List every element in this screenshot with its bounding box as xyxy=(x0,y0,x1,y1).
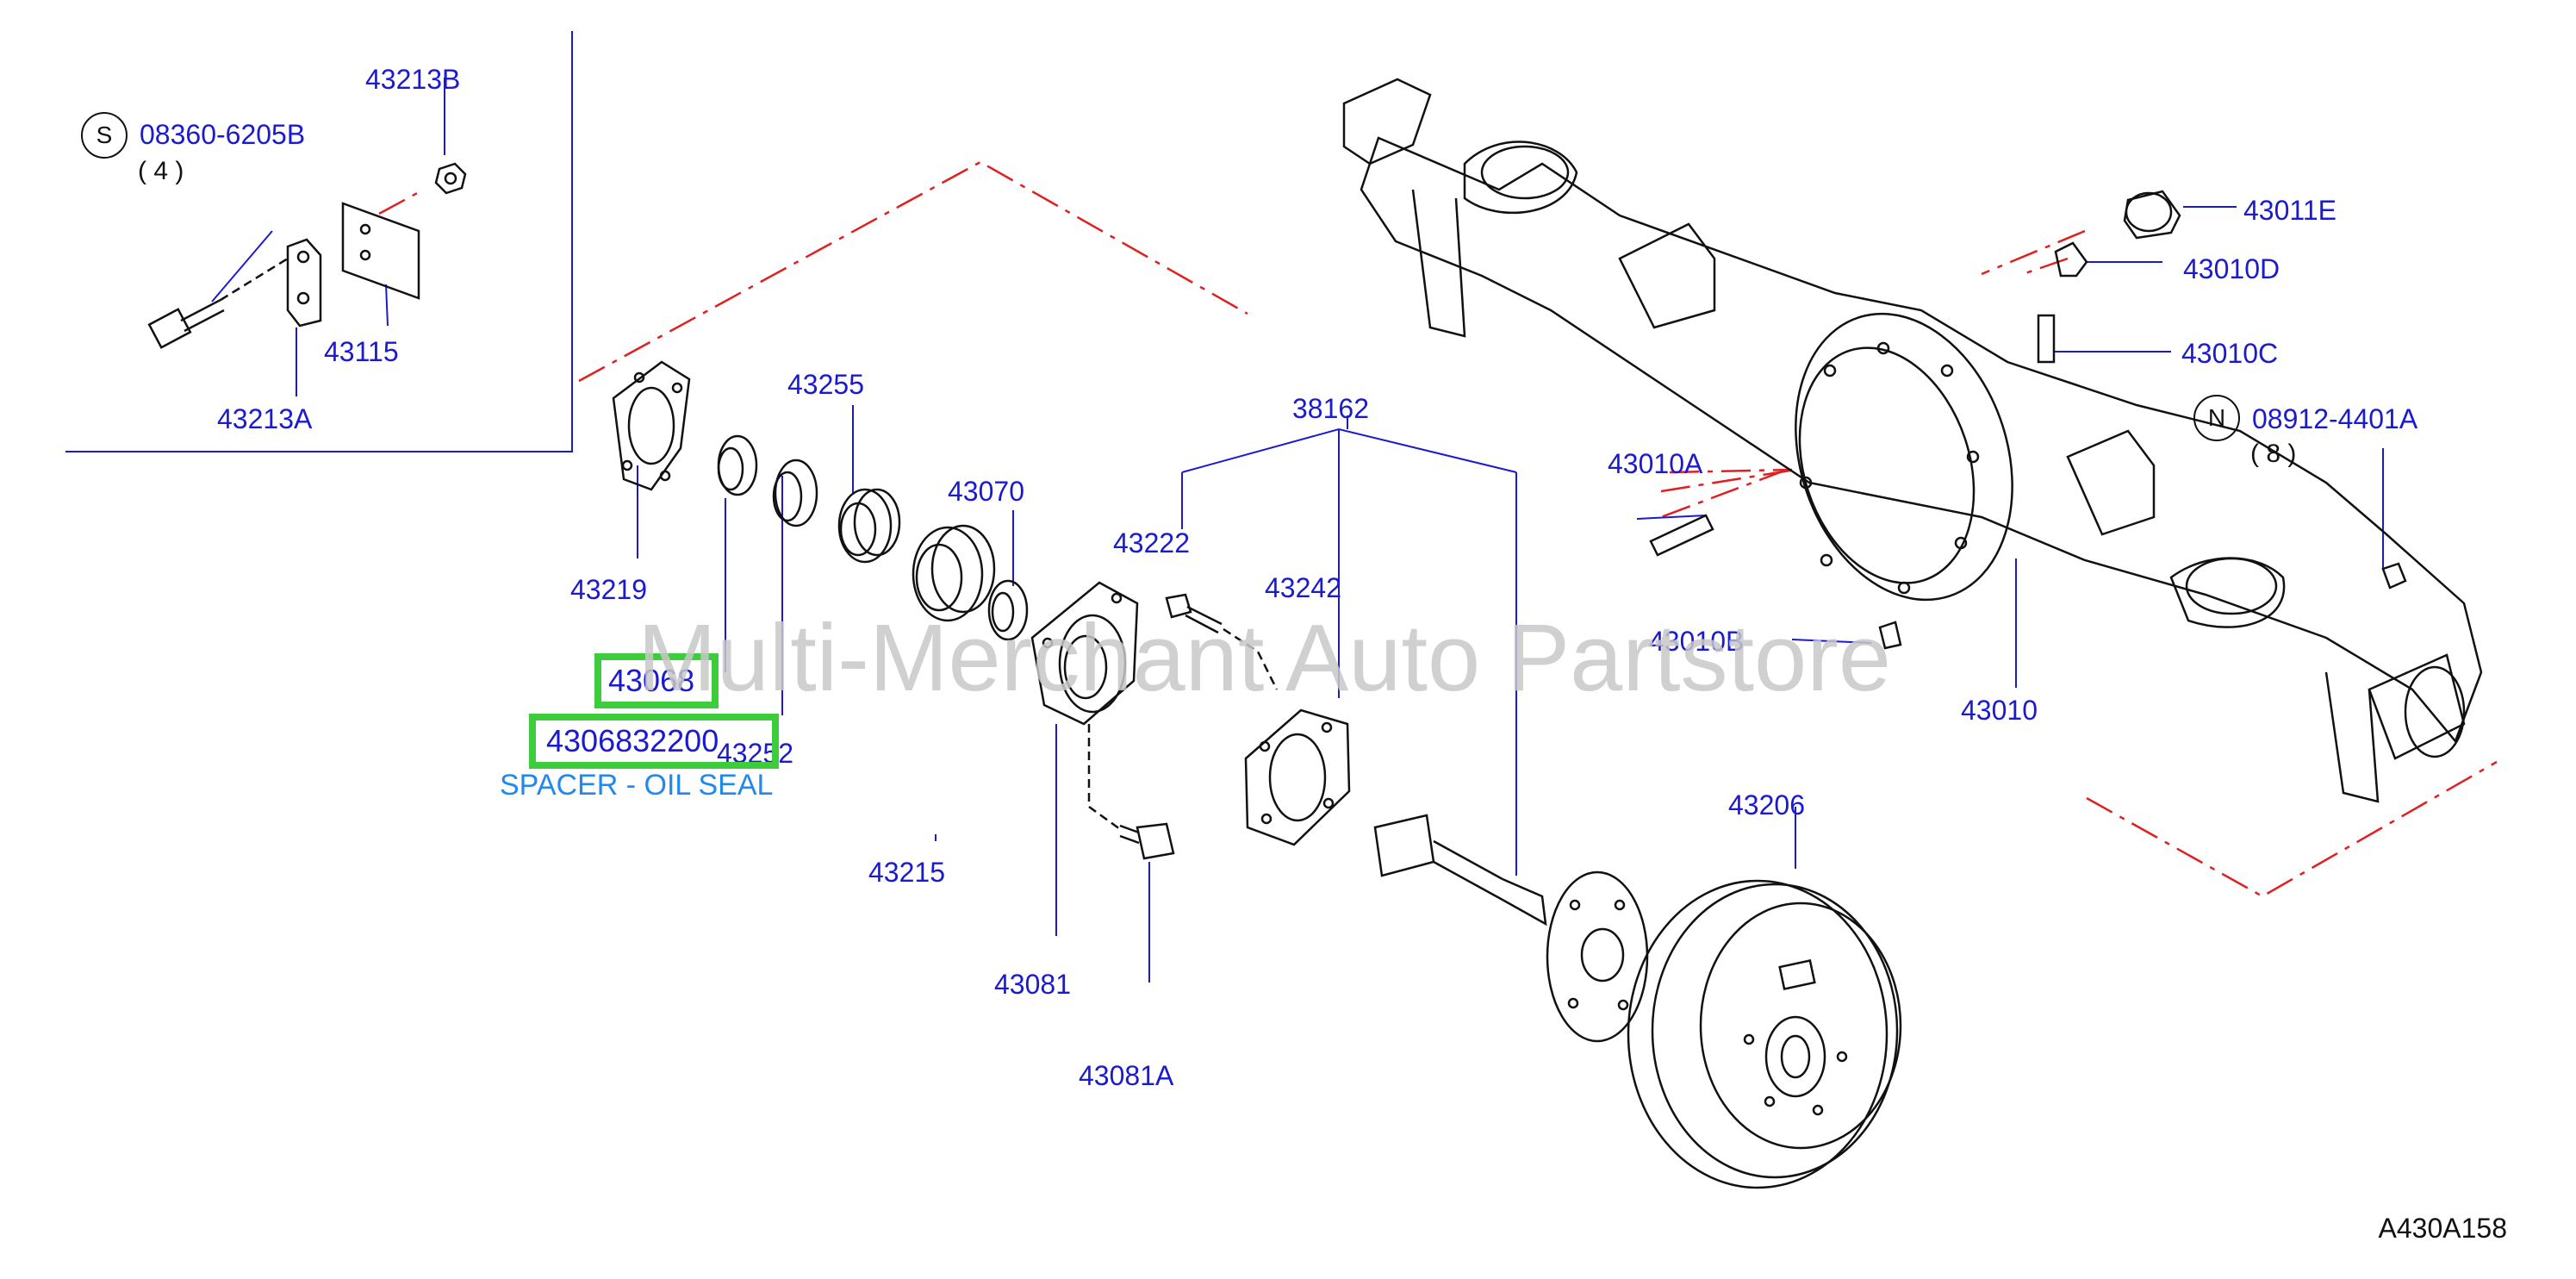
highlighted-part-code: 43068 xyxy=(608,663,695,698)
part-43081a[interactable]: 43081A xyxy=(1079,1060,1174,1091)
part-43070[interactable]: 43070 xyxy=(948,476,1024,507)
part-43213a[interactable]: 43213A xyxy=(217,403,313,434)
part-43010b[interactable]: 43010B xyxy=(1649,626,1745,657)
qty-8: ( 8 ) xyxy=(2250,440,2297,468)
symbol-s: S xyxy=(81,112,128,159)
part-43213b[interactable]: 43213B xyxy=(365,64,461,95)
highlight-box-code[interactable] xyxy=(594,653,719,708)
part-43010d[interactable]: 43010D xyxy=(2183,253,2280,284)
hub-housing xyxy=(1030,581,1139,726)
retainer-plate xyxy=(1244,708,1351,846)
part-08360-6205b[interactable]: 08360-6205B xyxy=(140,119,306,150)
diagram-code: A430A158 xyxy=(2378,1213,2507,1244)
part-43011e[interactable]: 43011E xyxy=(2243,195,2336,226)
part-08912-4401a[interactable]: 08912-4401A xyxy=(2252,403,2418,434)
part-43219[interactable]: 43219 xyxy=(570,574,647,605)
spacer xyxy=(772,459,818,527)
inset-bracket xyxy=(286,202,420,328)
hub-bolt-bottom xyxy=(1087,724,1175,860)
backing-gasket xyxy=(612,360,691,491)
symbol-n: N xyxy=(2193,395,2240,441)
qty-4: ( 4 ) xyxy=(138,157,184,185)
part-43010a[interactable]: 43010A xyxy=(1608,448,1703,479)
part-43255[interactable]: 43255 xyxy=(787,369,864,400)
highlighted-part-number: 4306832200 xyxy=(546,723,719,758)
oil-seal xyxy=(717,434,758,496)
highlight-box-number[interactable] xyxy=(529,714,779,769)
inset-border xyxy=(65,31,573,452)
watermark: Multi-Merchant Auto Partstore xyxy=(638,605,1892,711)
leader-lines xyxy=(211,78,2384,983)
bearing-outer xyxy=(837,488,901,564)
part-43242[interactable]: 43242 xyxy=(1265,572,1341,603)
hub-bolt-top xyxy=(1165,593,1279,690)
part-43215[interactable]: 43215 xyxy=(868,857,945,888)
inset-nut xyxy=(434,162,467,195)
axle-housing xyxy=(1342,78,2483,803)
dashed-guides xyxy=(378,160,2498,898)
brake-drum xyxy=(1627,879,1902,1189)
axle-shaft xyxy=(1373,814,1649,1043)
part-43081[interactable]: 43081 xyxy=(994,969,1071,1000)
part-43206[interactable]: 43206 xyxy=(1728,789,1805,820)
part-43222[interactable]: 43222 xyxy=(1113,527,1190,558)
small-ring xyxy=(987,579,1029,641)
part-43115[interactable]: 43115 xyxy=(324,336,399,367)
part-description: SPACER - OIL SEAL xyxy=(500,769,774,802)
housing-small-parts xyxy=(1649,190,2407,650)
bearing-inner xyxy=(912,524,996,622)
part-43010c[interactable]: 43010C xyxy=(2181,338,2279,369)
part-38162[interactable]: 38162 xyxy=(1292,393,1369,424)
part-43010[interactable]: 43010 xyxy=(1961,695,2038,726)
inset-bolt xyxy=(147,257,289,349)
